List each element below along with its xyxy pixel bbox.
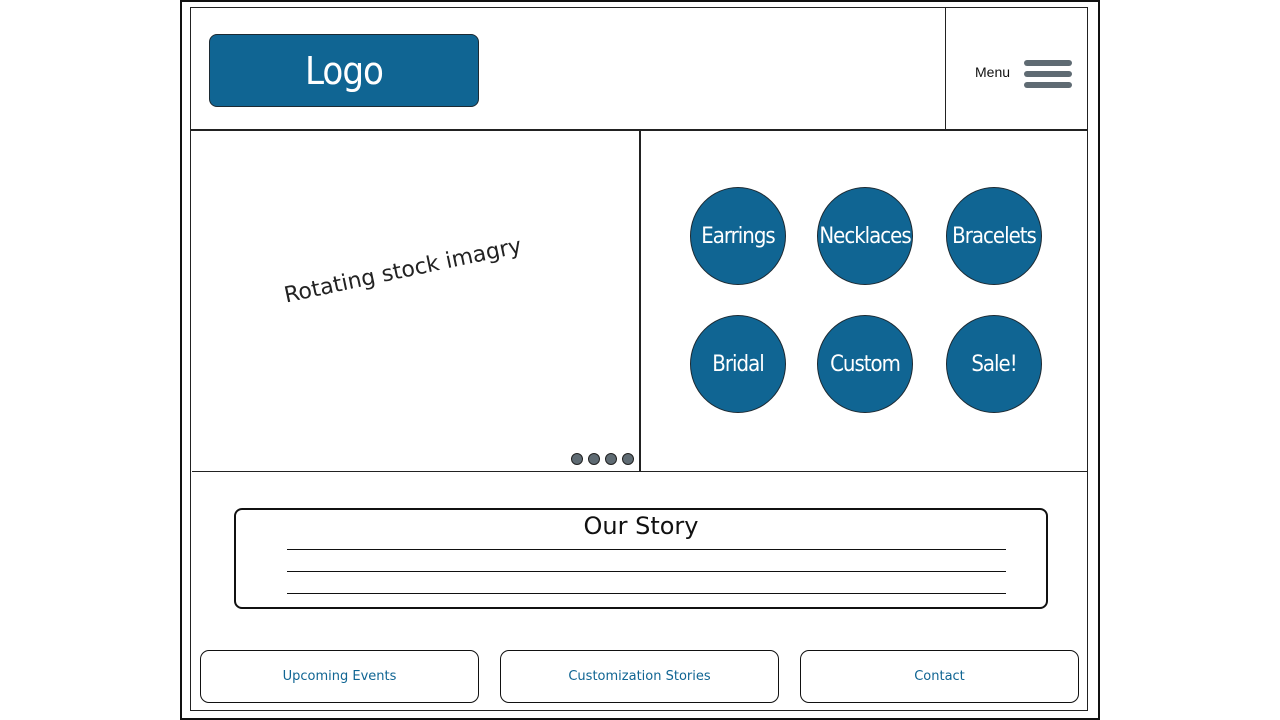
category-bridal[interactable]: Bridal bbox=[690, 315, 786, 413]
category-bracelets[interactable]: Bracelets bbox=[946, 187, 1042, 285]
category-label: Custom bbox=[830, 351, 901, 377]
category-label: Bracelets bbox=[952, 223, 1037, 249]
page-inner-frame bbox=[190, 7, 1088, 711]
our-story-title: Our Story bbox=[583, 512, 699, 540]
category-label: Earrings bbox=[701, 223, 775, 249]
story-text-line-1 bbox=[287, 549, 1006, 550]
button-label: Customization Stories bbox=[568, 669, 711, 684]
story-text-line-2 bbox=[287, 571, 1006, 572]
button-label: Contact bbox=[914, 669, 965, 684]
logo[interactable]: Logo bbox=[209, 34, 479, 107]
carousel-dot-4[interactable] bbox=[622, 453, 634, 465]
category-label: Bridal bbox=[712, 351, 764, 377]
hamburger-bar-middle bbox=[1024, 71, 1072, 77]
category-label: Necklaces bbox=[819, 223, 911, 249]
hamburger-bar-bottom bbox=[1024, 82, 1072, 88]
story-text-line-3 bbox=[287, 593, 1006, 594]
logo-label: Logo bbox=[305, 48, 384, 93]
menu-label[interactable]: Menu bbox=[975, 64, 1011, 80]
button-label: Upcoming Events bbox=[282, 669, 397, 684]
carousel-dot-2[interactable] bbox=[588, 453, 600, 465]
category-sale[interactable]: Sale! bbox=[946, 315, 1042, 413]
hamburger-bar-top bbox=[1024, 60, 1072, 66]
carousel-dot-1[interactable] bbox=[571, 453, 583, 465]
category-label: Sale! bbox=[971, 351, 1017, 377]
category-earrings[interactable]: Earrings bbox=[690, 187, 786, 285]
carousel-dot-3[interactable] bbox=[605, 453, 617, 465]
header-divider bbox=[945, 8, 946, 129]
category-necklaces[interactable]: Necklaces bbox=[817, 187, 913, 285]
category-custom[interactable]: Custom bbox=[817, 315, 913, 413]
hero-image-carousel[interactable] bbox=[192, 130, 641, 472]
category-panel bbox=[641, 130, 1087, 472]
upcoming-events-button[interactable]: Upcoming Events bbox=[200, 650, 479, 703]
contact-button[interactable]: Contact bbox=[800, 650, 1079, 703]
customization-stories-button[interactable]: Customization Stories bbox=[500, 650, 779, 703]
our-story-section bbox=[234, 508, 1048, 609]
hamburger-menu-icon[interactable] bbox=[1024, 60, 1072, 90]
